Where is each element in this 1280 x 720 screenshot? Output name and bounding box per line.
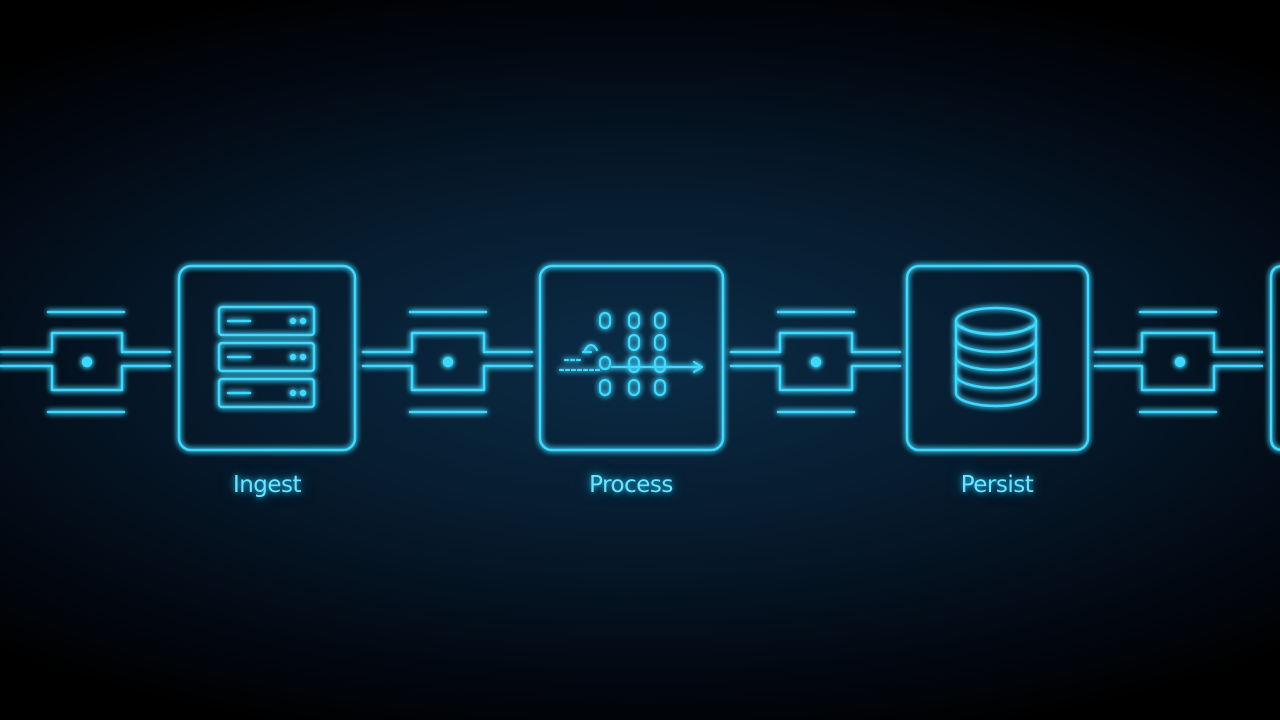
connector-node-dot	[81, 356, 93, 368]
connector-3	[729, 310, 902, 414]
server-rack-icon	[217, 305, 316, 409]
stage-label-process: Process	[589, 472, 673, 498]
data-transform-icon	[558, 311, 704, 397]
connector-1	[0, 310, 172, 414]
database-icon	[954, 306, 1038, 408]
connector-4	[1093, 310, 1264, 414]
stage-label-ingest: Ingest	[232, 472, 302, 498]
stage-box-process	[538, 264, 725, 452]
stage-box-ingest	[177, 264, 357, 452]
stage-box-partial	[1269, 264, 1280, 452]
stage-box-persist	[905, 264, 1090, 452]
stage-label-persist: Persist	[960, 472, 1034, 498]
connector-2	[361, 310, 534, 414]
